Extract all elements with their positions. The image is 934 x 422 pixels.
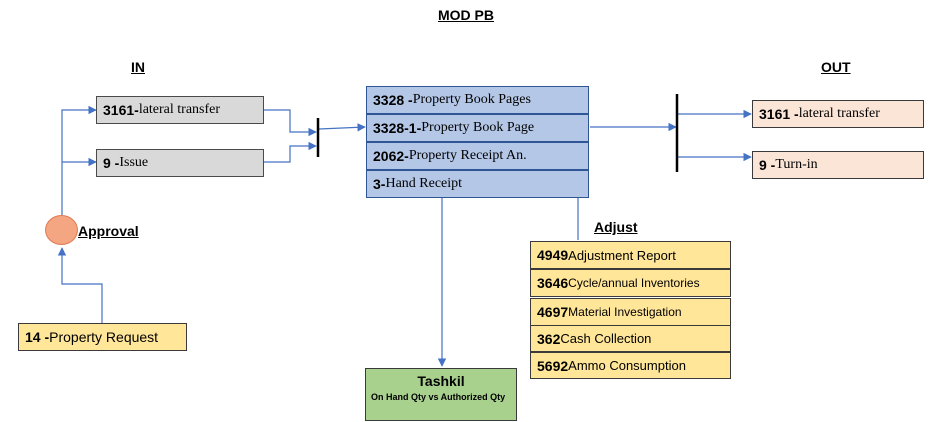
adjust-item-label: Ammo Consumption	[568, 358, 686, 373]
center-item-label: Property Book Pages	[412, 92, 531, 107]
request-to-approval-connector	[57, 247, 103, 323]
out-item-label: lateral transfer	[798, 106, 880, 121]
tashkil-subtitle: On Hand Qty vs Authorized Qty	[371, 392, 506, 402]
out-item-lateral-transfer: 3161 - lateral transfer	[752, 100, 924, 128]
in-item-issue: 9 - Issue	[96, 149, 264, 177]
request-label: Property Request	[49, 329, 159, 345]
approval-to-lateral-connector	[61, 105, 97, 215]
adjust-item-label: Cycle/annual Inventories	[568, 276, 700, 290]
center-item-code: 3-	[373, 176, 386, 192]
adjust-item-label: Cash Collection	[560, 331, 652, 346]
center-item-property-receipt: 2062- Property Receipt An.	[366, 142, 589, 170]
diagram-title: MOD PB	[438, 7, 494, 23]
in-item-code: 3161-	[103, 102, 139, 118]
request-code: 14 -	[25, 329, 50, 345]
out-item-turn-in: 9 - Turn-in	[752, 151, 924, 179]
issue-to-merge-connector	[264, 141, 317, 163]
in-item-label: lateral transfer	[138, 102, 221, 117]
center-item-code: 3328 -	[373, 92, 413, 108]
adjust-item-code: 362	[537, 330, 561, 347]
adjust-heading: Adjust	[594, 219, 638, 235]
merge-to-center-connector	[318, 123, 366, 132]
center-item-label: Hand Receipt	[385, 176, 463, 191]
center-item-label: Property Receipt An.	[408, 148, 527, 163]
out-heading: OUT	[821, 59, 851, 75]
adjust-item-code: 4697	[537, 304, 569, 320]
adjust-item-adjustment-report: 4949 Adjustment Report	[530, 241, 731, 269]
adjust-item-cash-collection: 362 Cash Collection	[530, 325, 731, 352]
adjust-item-code: 4949	[537, 247, 569, 263]
center-item-property-book-page: 3328-1-Property Book Page	[366, 114, 589, 142]
in-heading: IN	[131, 59, 145, 75]
adjust-item-code: 5692	[537, 357, 569, 374]
center-item-label: Property Book Page	[421, 120, 535, 135]
center-item-code: 2062-	[373, 148, 409, 164]
center-item-code: 3328-1-	[373, 120, 422, 136]
out-item-code: 3161 -	[759, 106, 799, 122]
adjust-item-cycle-inventories: 3646 Cycle/annual Inventories	[530, 269, 731, 297]
adjust-item-material-investigation: 4697 Material Investigation	[530, 298, 731, 326]
tashkil-title: Tashkil	[417, 373, 465, 389]
center-item-hand-receipt: 3- Hand Receipt	[366, 170, 589, 198]
out-item-code: 9 -	[759, 157, 776, 173]
lateral-to-merge-connector	[264, 109, 317, 137]
adjust-item-label: Adjustment Report	[568, 247, 676, 263]
in-item-lateral-transfer: 3161- lateral transfer	[96, 96, 264, 124]
property-request-box: 14 - Property Request	[18, 323, 187, 351]
center-item-property-book-pages: 3328 - Property Book Pages	[366, 86, 589, 114]
adjust-item-code: 3646	[537, 275, 569, 291]
approval-node	[45, 215, 78, 245]
tashkil-box: Tashkil On Hand Qty vs Authorized Qty	[365, 368, 517, 421]
in-item-code: 9 -	[103, 155, 120, 171]
adjust-item-label: Material Investigation	[568, 305, 682, 319]
out-item-label: Turn-in	[775, 157, 818, 172]
in-item-label: Issue	[119, 155, 149, 170]
adjust-item-ammo-consumption: 5692 Ammo Consumption	[530, 352, 731, 379]
approval-label: Approval	[78, 223, 139, 239]
